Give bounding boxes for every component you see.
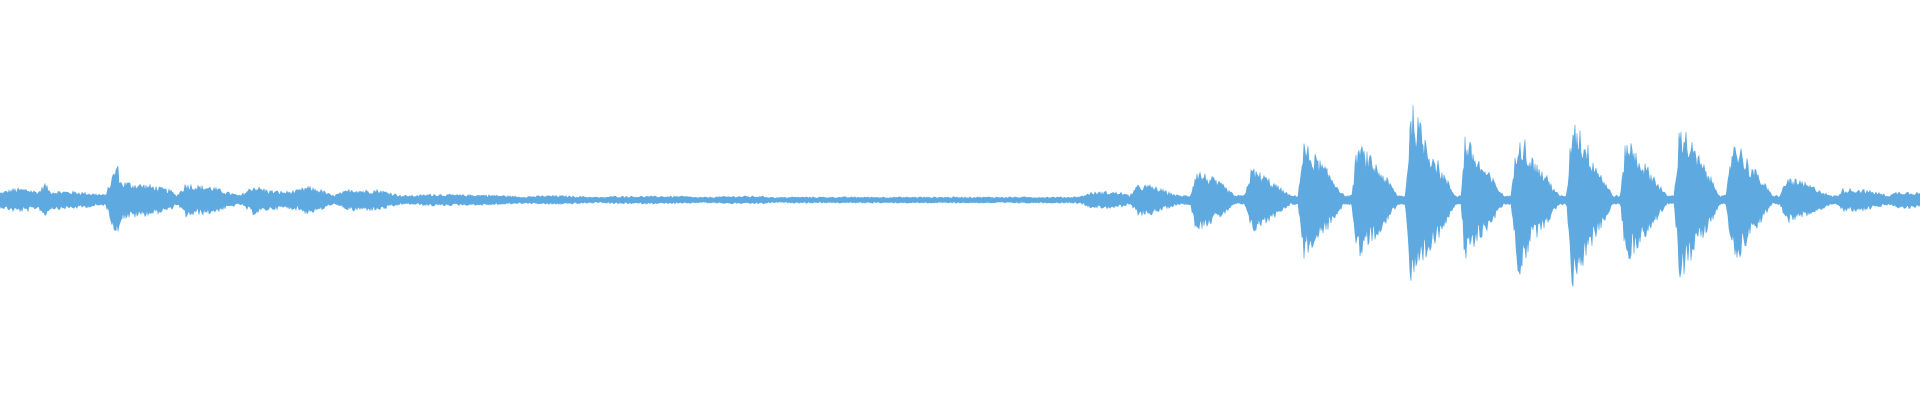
waveform-shape	[0, 104, 1920, 287]
